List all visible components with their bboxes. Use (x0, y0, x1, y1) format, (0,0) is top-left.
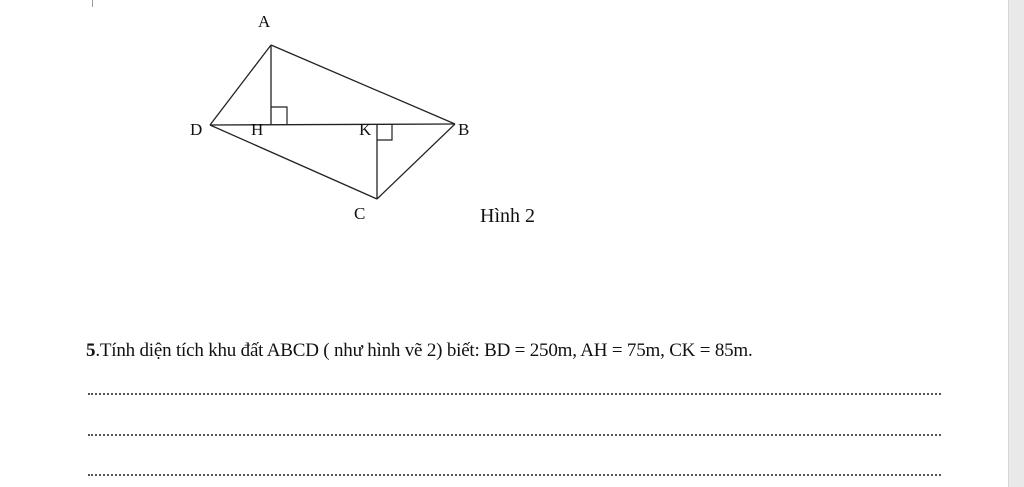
answer-line (88, 434, 941, 436)
label-k: K (359, 120, 372, 139)
problem-text: .Tính diện tích khu đất ABCD ( như hình … (95, 340, 753, 361)
side-bc (376, 123, 456, 200)
label-d: D (190, 120, 202, 139)
answer-line (88, 393, 941, 395)
side-ab (270, 44, 456, 125)
figure-caption: Hình 2 (480, 205, 535, 227)
answer-line (88, 474, 941, 476)
text-cursor-mark (92, 0, 93, 7)
problem-statement: 5.Tính diện tích khu đất ABCD ( như hình… (86, 340, 753, 362)
label-b: B (458, 120, 469, 139)
right-angle-k (377, 124, 393, 141)
geometry-figure: A B C D H K (190, 12, 469, 223)
label-c: C (354, 204, 365, 223)
problem-number: 5 (86, 340, 96, 361)
side-cd (209, 124, 378, 200)
side-da (209, 44, 272, 126)
right-angle-h (271, 106, 288, 124)
label-a: A (258, 12, 271, 31)
label-h: H (251, 120, 263, 139)
vertical-scrollbar[interactable] (1008, 0, 1024, 487)
diagonal-bd (209, 123, 456, 126)
